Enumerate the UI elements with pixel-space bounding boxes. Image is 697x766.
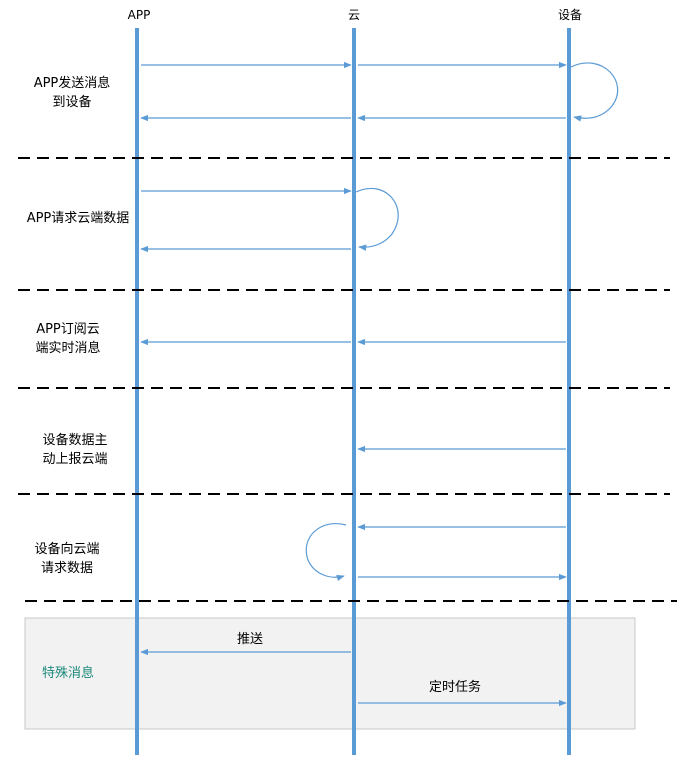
section2-label: APP请求云端数据 — [27, 211, 130, 226]
timer-task-label: 定时任务 — [429, 679, 481, 695]
section4-label-line1: 设备数据主 — [42, 432, 107, 448]
participant-device: 设备 — [558, 8, 582, 22]
arrow-cloud-self-loop — [305, 523, 347, 582]
section3-label-line1: APP订阅云 — [36, 322, 100, 337]
arrow-cloud-self-loop — [355, 187, 399, 251]
section1-label-line2: 到设备 — [52, 94, 91, 110]
section1-label-line1: APP发送消息 — [34, 75, 111, 91]
section4-label-line2: 动上报云端 — [42, 452, 107, 467]
section5-label-line1: 设备向云端 — [34, 541, 99, 557]
special-message-title: 特殊消息 — [42, 665, 94, 681]
special-message-box — [24, 617, 636, 730]
section5-label-line2: 请求数据 — [41, 561, 93, 576]
push-label: 推送 — [237, 632, 263, 647]
participant-cloud: 云 — [348, 8, 360, 22]
arrow-device-self-loop — [570, 62, 619, 122]
section3-label-line2: 端实时消息 — [35, 340, 100, 356]
participant-app: APP — [128, 8, 151, 22]
